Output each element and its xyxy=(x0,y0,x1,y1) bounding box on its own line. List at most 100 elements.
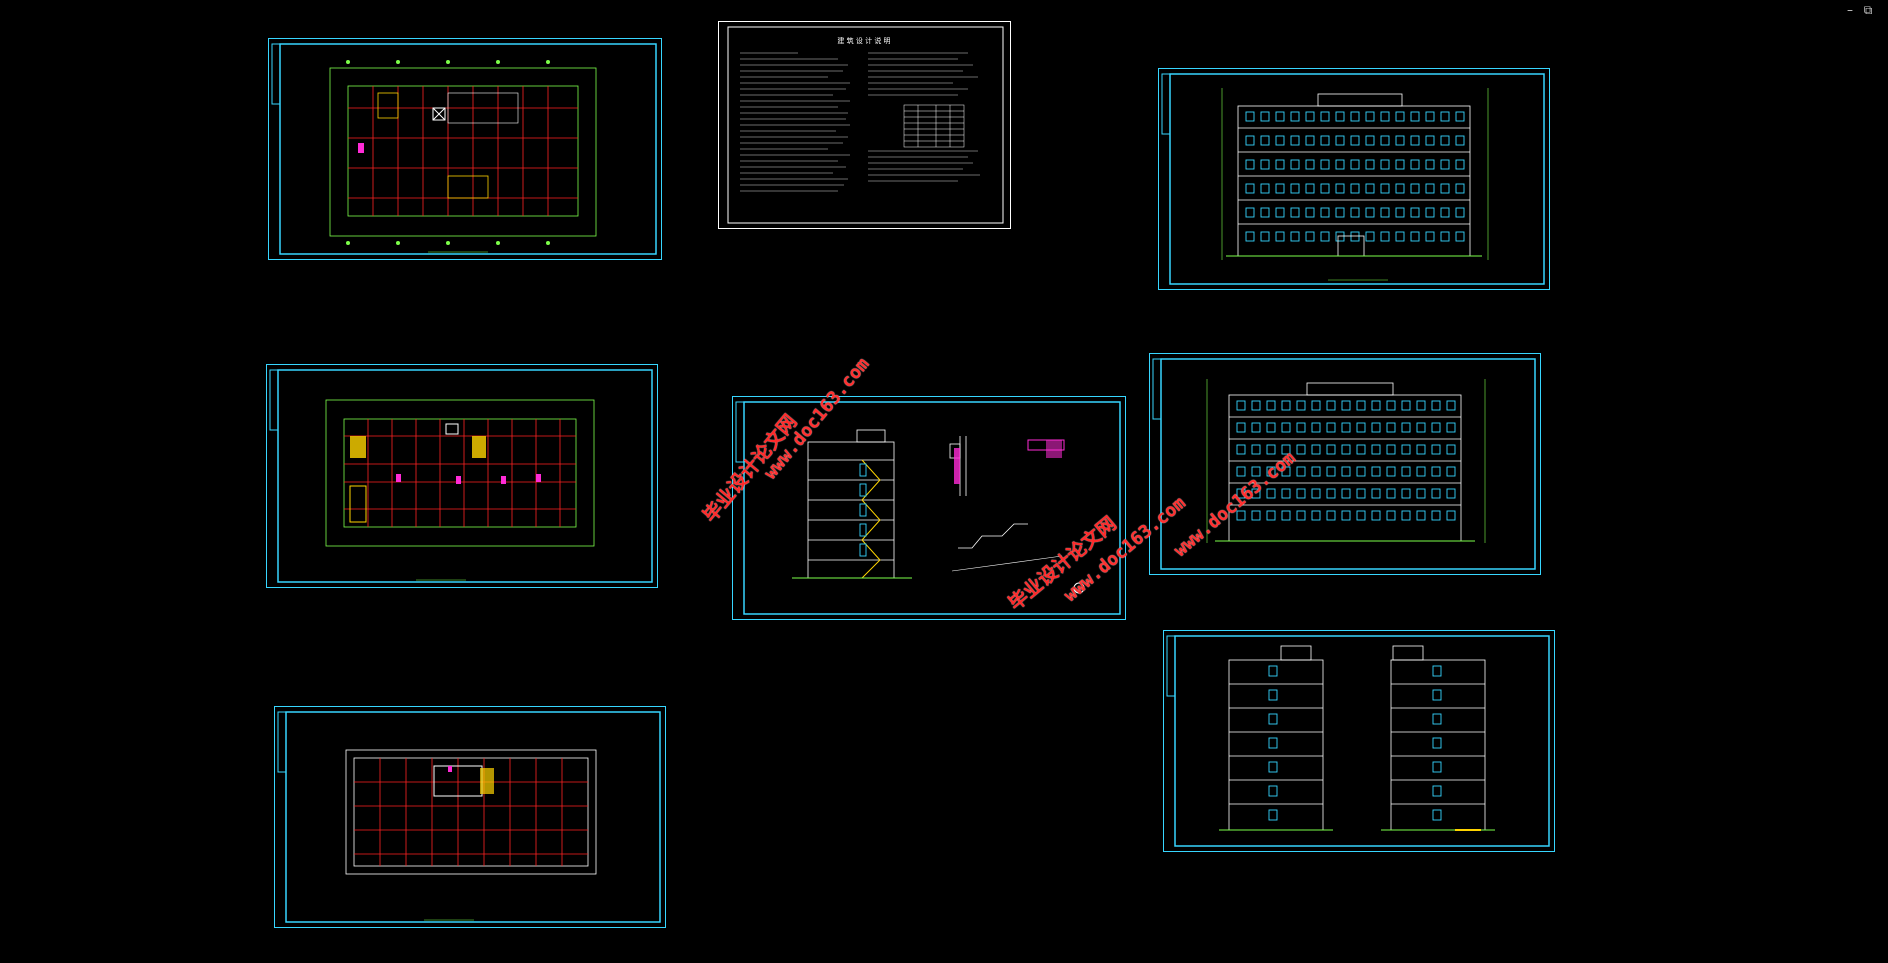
window-mark xyxy=(1395,183,1405,194)
window-mark xyxy=(1296,422,1306,433)
window-mark xyxy=(1356,466,1366,477)
window-mark xyxy=(1416,510,1426,521)
window-mark xyxy=(1395,111,1405,122)
window-mark xyxy=(1296,466,1306,477)
window-mark xyxy=(1326,510,1336,521)
window-mark xyxy=(1440,231,1450,242)
sheet-floor-plan-2[interactable] xyxy=(266,364,658,588)
window-mark xyxy=(1326,400,1336,411)
window-mark xyxy=(1425,231,1435,242)
window-mark xyxy=(1320,135,1330,146)
window-mark xyxy=(1341,466,1351,477)
window-mark xyxy=(1401,466,1411,477)
window-mark xyxy=(1296,510,1306,521)
window-mark xyxy=(1251,466,1261,477)
window-mark xyxy=(1290,183,1300,194)
window-mark xyxy=(1446,466,1456,477)
window-mark xyxy=(1296,444,1306,455)
window-mark xyxy=(1365,207,1375,218)
window-mark xyxy=(1455,111,1465,122)
window-mark xyxy=(1236,444,1246,455)
restore-icon[interactable]: ⧉ xyxy=(1863,3,1873,17)
window-mark xyxy=(1335,135,1345,146)
window-mark xyxy=(1260,135,1270,146)
window-mark xyxy=(1311,510,1321,521)
window-mark xyxy=(1401,510,1411,521)
window-mark xyxy=(1296,488,1306,499)
window-mark xyxy=(1356,422,1366,433)
window-mark xyxy=(1281,400,1291,411)
window-mark xyxy=(1305,183,1315,194)
window-mark xyxy=(1425,159,1435,170)
window-mark xyxy=(1365,183,1375,194)
minimize-icon[interactable]: – xyxy=(1847,3,1853,17)
window-mark xyxy=(1380,111,1390,122)
window-mark xyxy=(1356,444,1366,455)
window-mark xyxy=(1431,422,1441,433)
sheet-section-details[interactable] xyxy=(732,396,1126,620)
window-mark xyxy=(1251,400,1261,411)
window-mark xyxy=(1416,444,1426,455)
window-mark xyxy=(1326,444,1336,455)
window-mark xyxy=(1371,422,1381,433)
window-mark xyxy=(1416,422,1426,433)
window-mark xyxy=(1320,159,1330,170)
sheet-side-elevations[interactable] xyxy=(1163,630,1555,852)
window-mark xyxy=(1356,488,1366,499)
sheet-rear-elevation[interactable] xyxy=(1149,353,1541,575)
window-mark xyxy=(1455,231,1465,242)
window-mark xyxy=(1410,231,1420,242)
front-elevation-drawing xyxy=(1158,68,1550,290)
sheet-roof-plan[interactable] xyxy=(274,706,666,928)
window-mark xyxy=(1266,466,1276,477)
window-mark xyxy=(1386,400,1396,411)
window-mark xyxy=(1290,135,1300,146)
window-mark xyxy=(1320,183,1330,194)
window-mark xyxy=(1410,111,1420,122)
window-mark xyxy=(1410,183,1420,194)
window-mark xyxy=(1395,207,1405,218)
sheet-design-notes[interactable]: 建 筑 设 计 说 明 xyxy=(718,21,1011,229)
window-mark xyxy=(1260,207,1270,218)
window-mark xyxy=(1245,159,1255,170)
window-mark xyxy=(1335,159,1345,170)
window-mark xyxy=(1455,135,1465,146)
window-mark xyxy=(1425,111,1435,122)
floor-plan-1-drawing xyxy=(268,38,662,260)
window-mark xyxy=(1425,135,1435,146)
window-mark xyxy=(1335,231,1345,242)
section-details-drawing xyxy=(732,396,1126,620)
window-mark xyxy=(1320,207,1330,218)
window-mark xyxy=(1365,111,1375,122)
window-mark xyxy=(1455,207,1465,218)
window-mark xyxy=(1350,231,1360,242)
window-mark xyxy=(1341,400,1351,411)
window-mark xyxy=(1326,466,1336,477)
window-mark xyxy=(1305,207,1315,218)
window-mark xyxy=(1260,231,1270,242)
window-mark xyxy=(1380,207,1390,218)
window-mark xyxy=(1266,400,1276,411)
window-mark xyxy=(1281,488,1291,499)
window-mark xyxy=(1311,488,1321,499)
window-mark xyxy=(1251,444,1261,455)
window-mark xyxy=(1431,510,1441,521)
window-mark xyxy=(1416,466,1426,477)
sheet-front-elevation[interactable] xyxy=(1158,68,1550,290)
window-mark xyxy=(1266,422,1276,433)
window-mark xyxy=(1446,422,1456,433)
window-mark xyxy=(1326,488,1336,499)
sheet-floor-plan-1[interactable] xyxy=(268,38,662,260)
window-mark xyxy=(1341,444,1351,455)
window-mark xyxy=(1371,444,1381,455)
window-mark xyxy=(1431,488,1441,499)
window-mark xyxy=(1320,111,1330,122)
window-mark xyxy=(1266,510,1276,521)
window-mark xyxy=(1266,488,1276,499)
window-mark xyxy=(1350,183,1360,194)
window-mark xyxy=(1275,207,1285,218)
side-elevations-drawing xyxy=(1163,630,1555,852)
window-mark xyxy=(1245,183,1255,194)
window-mark xyxy=(1281,510,1291,521)
window-mark xyxy=(1335,207,1345,218)
